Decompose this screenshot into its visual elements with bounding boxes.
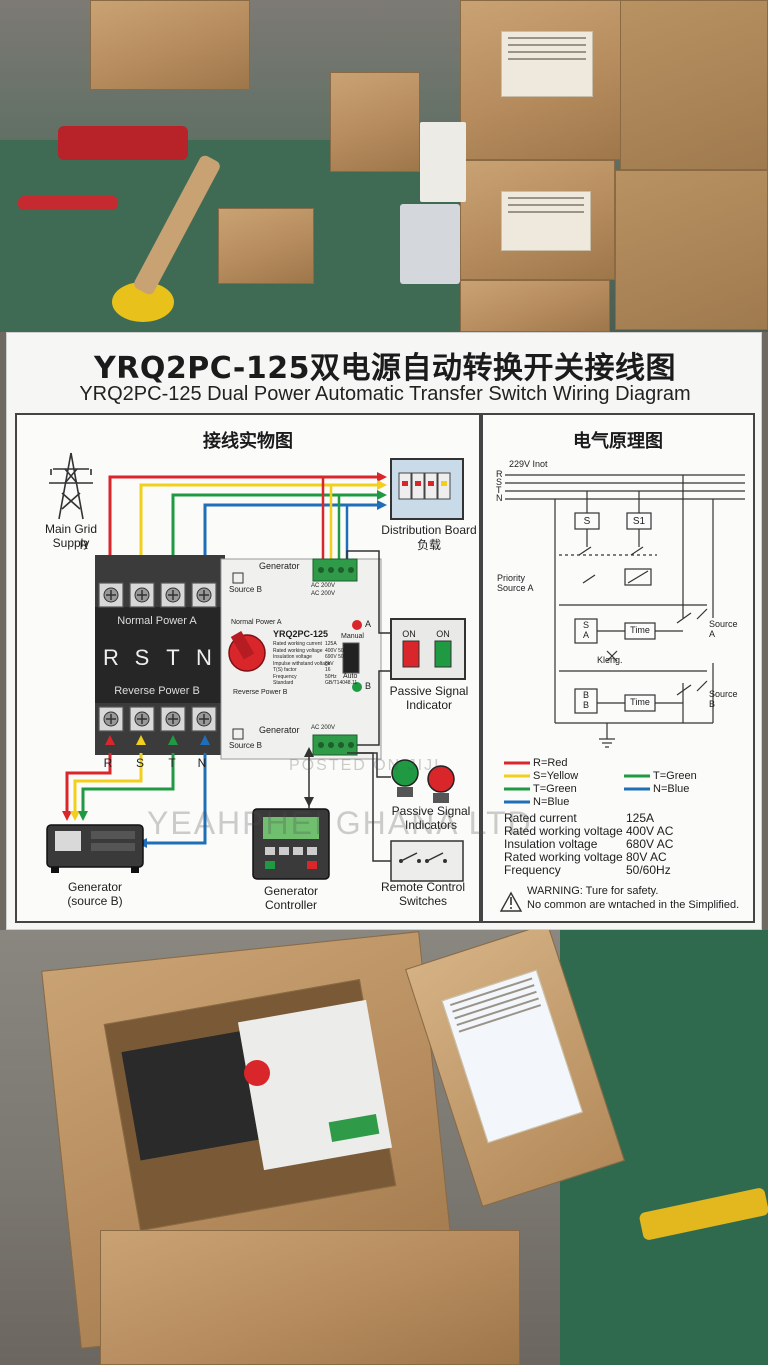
cardboard-box [330,72,420,172]
reverse-power-b-label: Reverse Power B [114,685,200,697]
source-a-label: Source A [709,619,738,640]
distribution-board-zh-label: 负载 [416,538,441,552]
relay-sa-label: S A [582,620,589,641]
switch-spec-lines: Rated working current Rated working volt… [273,641,331,686]
parts-tray [400,204,460,284]
bus-label-s: S [496,477,503,487]
passive-signal-indicator-box [390,618,466,680]
bottom-phase-s: S [135,756,144,770]
diagram-title-en: YRQ2PC-125 Dual Power Automatic Transfer… [79,383,691,405]
cardboard-box [620,0,768,170]
bottom-phase-t: T [168,756,176,770]
legend-yellow: S=Yellow [533,770,579,782]
switch-ac-bottom: AC 200V [311,725,336,731]
cardboard-box-front [100,1230,520,1365]
red-handle-icon [244,1060,270,1086]
switch-phase-n: N [196,645,212,670]
distribution-board-icon [390,458,464,520]
bus-label-r: R [496,469,503,479]
bus-label-n: N [496,493,503,503]
remote-control-switch-icon [390,840,464,882]
warning-icon [499,891,523,912]
relay-s1-label: S1 [632,516,646,527]
diagram-title-zh: YRQ2PC-125双电源自动转换开关接线图 [94,351,676,386]
switch-phase-s: S [134,645,150,670]
bus-label-t: T [496,485,502,495]
switch-ac-top-1: AC 200V [311,583,336,589]
kleng-label: Kleng. [597,655,623,665]
switch-spec-values: 125A 400V 50 690V 50 8kV 16 50Hz GB/T140… [325,641,358,686]
power-pylon-icon [49,452,93,520]
main-grid-supply-label: Main Grid Supply [44,522,97,550]
timer-b-label: Time [630,697,650,707]
warehouse-photo-top [0,0,768,332]
relay-bb-label: B B [582,690,589,711]
legend-green-right: T=Green [653,770,697,782]
switch-generator-top: Generator [259,561,300,571]
transfer-switch-icon [95,555,382,760]
pliers-icon [18,196,118,210]
relay-s-label: S [583,516,591,527]
watermark-posted: POSTED ON JIJI [289,757,441,774]
switch-manual-label: Manual [341,633,364,640]
cardboard-box [460,160,615,280]
signal-on-label-2: ON [436,629,450,639]
passive-signal-lights-icon [391,759,455,803]
generator-controller-icon [252,808,330,880]
switch-generator-bottom: Generator [259,725,300,735]
warning-line-1: WARNING: Ture for safety. [527,885,659,897]
watermark-company: YEAHPHEI GHANA LTD [147,805,533,841]
distribution-board-label: Distribution Board [381,523,477,537]
generator-icon [46,824,144,873]
passive-signal-indicator-label: Passive Signal Indicator [389,684,469,712]
supply-voltage-label: 229V Inot [509,459,548,469]
cardboard-box [218,208,314,284]
source-b-label: Source B [709,689,738,710]
cardboard-box [90,0,250,90]
physical-wiring-heading: 接线实物图 [203,431,293,452]
passive-signal-indicators-label: Passive Signal Indicators [391,804,471,832]
switch-phase-t: T [166,645,180,670]
switch-ac-top-2: AC 200V [311,591,336,597]
switch-source-b-top: Source B [229,585,262,594]
switch-indicator-a: A [365,619,372,629]
switch-reverse-power-small: Reverse Power B [233,689,288,696]
timer-a-label: Time [630,625,650,635]
switch-normal-power-small: Normal Power A [231,619,282,626]
bottom-phase-r: R [103,756,113,770]
wiring-drawing [46,452,745,912]
legend-red: R=Red [533,757,568,769]
schematic-frame [481,413,755,923]
cardboard-box [615,170,768,330]
switch-phase-r: R [103,645,119,670]
wiring-diagram-panel: YRQ2PC-125双电源自动转换开关接线图 YRQ2PC-125 Dual P… [6,332,762,930]
remote-control-switches-label: Remote Control Switches [380,880,466,908]
switch-source-b-bottom: Source B [229,741,262,750]
warning-line-2: No common are wntached in the Simplified… [527,899,740,911]
generator-controller-label: Generator Controller [263,884,319,912]
product-box-photo [0,930,768,1365]
switch-auto-label: Auto [343,673,358,680]
schematic-drawing [505,474,745,748]
cardboard-box [460,0,630,160]
top-phase-r-label: R [79,538,89,552]
switch-indicator-b: B [365,681,372,691]
cardboard-box [460,280,610,332]
normal-power-a-label: Normal Power A [117,615,197,627]
legend-blue-right: N=Blue [653,783,690,795]
generator-label: Generator (source B) [67,880,123,908]
bottom-phase-n: N [197,756,207,770]
wire-color-legend [504,761,650,804]
drill-icon [58,126,188,160]
signal-on-label-1: ON [402,629,416,639]
priority-source-a-label: Priority Source A [497,573,534,594]
switch-model-label: YRQ2PC-125 [273,629,329,639]
legend-green: T=Green [533,783,577,795]
legend-blue: N=Blue [533,796,570,808]
schematic-heading: 电气原理图 [573,431,663,452]
white-box [420,122,466,202]
